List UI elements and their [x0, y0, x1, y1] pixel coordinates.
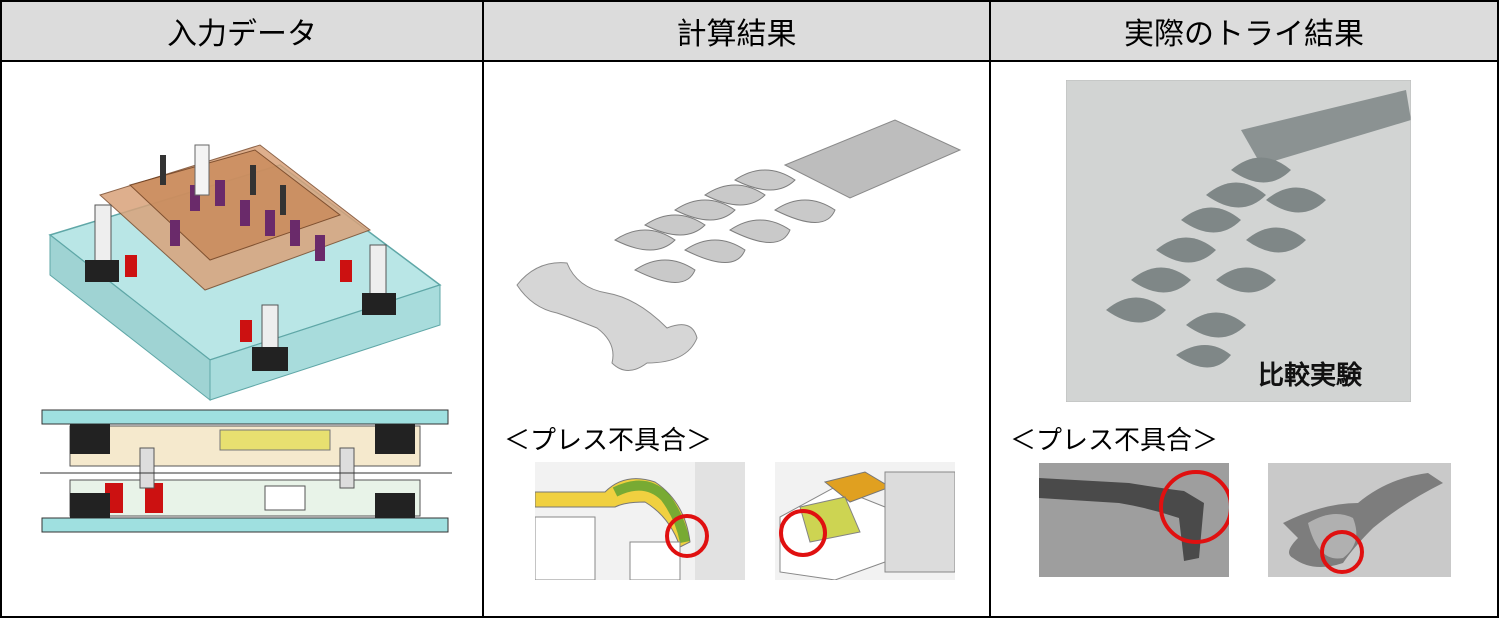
header-input-data: 入力データ: [2, 2, 482, 62]
trial-defect-photo-2: [1268, 463, 1451, 577]
calc-defect-image-2: [775, 462, 955, 580]
trial-defect-photo-1: [1039, 463, 1229, 577]
trial-defect-label: ＜プレス不具合＞: [1010, 426, 1219, 456]
trial-strip-photo: [1066, 80, 1411, 402]
header-calc-result-text: 計算結果: [676, 17, 797, 52]
header-calc-result: 計算結果: [484, 2, 989, 62]
table-border-right: [1497, 0, 1499, 618]
column-divider-1: [482, 0, 484, 618]
table-border-bottom: [0, 616, 1499, 618]
table-border-left: [0, 0, 2, 618]
calc-defect-label: ＜プレス不具合＞: [504, 426, 713, 456]
header-trial-result-text: 実際のトライ結果: [1124, 17, 1364, 52]
calc-defect-image-1: [535, 462, 745, 580]
simulated-strip-layout-image: [516, 119, 962, 371]
table-border-top: [0, 0, 1499, 2]
header-trial-result: 実際のトライ結果: [991, 2, 1497, 62]
die-assembly-3d-image: [48, 144, 442, 402]
die-section-view-image: [40, 409, 452, 533]
header-input-data-text: 入力データ: [167, 17, 317, 52]
column-divider-2: [989, 0, 991, 618]
trial-photo-caption: 比較実験: [1258, 361, 1363, 391]
